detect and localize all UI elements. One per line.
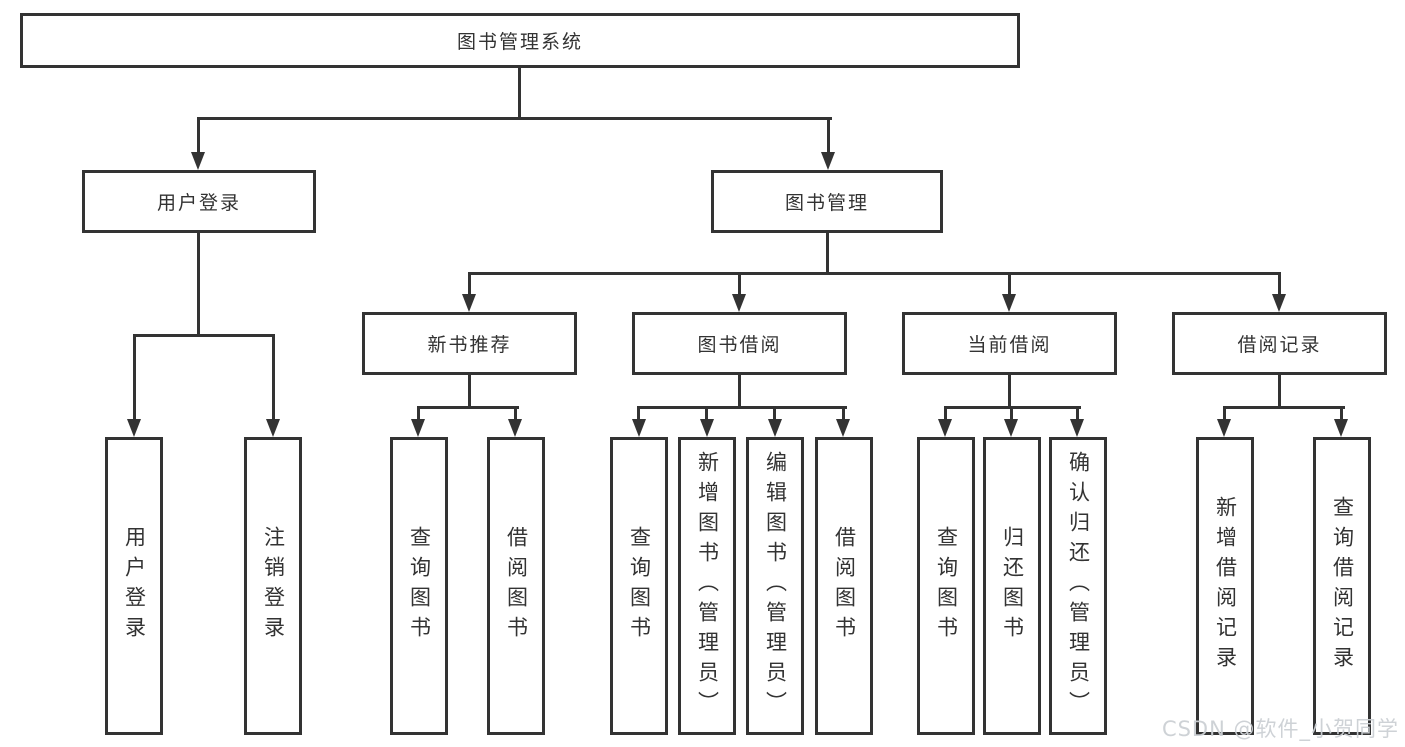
arrow-down-icon: [1070, 419, 1084, 437]
node-borrow-record-label: 借阅记录: [1237, 334, 1322, 356]
leaf-borrow-book-recommend: 借阅图书: [487, 437, 545, 735]
connector-vline: [842, 406, 845, 420]
arrow-down-icon: [1217, 419, 1231, 437]
leaf-borrow-book: 借阅图书: [815, 437, 873, 735]
node-current-borrow-label: 当前借阅: [967, 334, 1052, 356]
arrow-down-icon: [508, 419, 522, 437]
connector-vline: [272, 334, 275, 420]
node-borrow-record: 借阅记录: [1172, 312, 1387, 375]
node-root-label: 图书管理系统: [456, 31, 583, 53]
leaf-query-borrow-record: 查询借阅记录: [1313, 437, 1371, 735]
node-book-management-label: 图书管理: [784, 192, 869, 214]
node-book-borrow-label: 图书借阅: [697, 334, 782, 356]
connector-hline: [197, 117, 832, 120]
connector-vline: [1223, 406, 1226, 420]
connector-vline: [738, 375, 741, 409]
arrow-down-icon: [191, 152, 205, 170]
leaf-edit-book-admin: 编辑图书（管理员）: [746, 437, 804, 735]
leaf-return-book: 归还图书: [983, 437, 1041, 735]
leaf-query-book-current-label: 查询图书: [934, 526, 959, 646]
leaf-add-borrow-record: 新增借阅记录: [1196, 437, 1254, 735]
connector-vline: [944, 406, 947, 420]
node-book-borrow: 图书借阅: [632, 312, 847, 375]
connector-vline: [197, 233, 200, 337]
connector-vline: [133, 334, 136, 420]
csdn-watermark: CSDN @软件_小贺同学: [1161, 717, 1399, 741]
connector-hline: [468, 272, 1281, 275]
connector-hline: [637, 406, 847, 409]
leaf-logout: 注销登录: [244, 437, 302, 735]
connector-hline: [1223, 406, 1345, 409]
leaf-add-borrow-record-label: 新增借阅记录: [1213, 496, 1238, 676]
connector-vline: [417, 406, 420, 420]
connector-vline: [514, 406, 517, 420]
arrow-down-icon: [938, 419, 952, 437]
connector-vline: [1278, 375, 1281, 409]
leaf-confirm-return-admin-label: 确认归还（管理员）: [1066, 451, 1091, 721]
connector-vline: [1010, 406, 1013, 420]
leaf-add-book-admin: 新增图书（管理员）: [678, 437, 736, 735]
connector-vline: [773, 406, 776, 420]
connector-vline: [637, 406, 640, 420]
arrow-down-icon: [1272, 294, 1286, 312]
node-user-login: 用户登录: [82, 170, 316, 233]
connector-vline: [827, 117, 830, 154]
arrow-down-icon: [700, 419, 714, 437]
arrow-down-icon: [127, 419, 141, 437]
node-new-book-recommend-label: 新书推荐: [427, 334, 512, 356]
arrow-down-icon: [1334, 419, 1348, 437]
leaf-return-book-label: 归还图书: [1000, 526, 1025, 646]
arrow-down-icon: [411, 419, 425, 437]
connector-vline: [1076, 406, 1079, 420]
arrow-down-icon: [1002, 294, 1016, 312]
leaf-query-borrow-record-label: 查询借阅记录: [1330, 496, 1355, 676]
connector-vline: [1008, 375, 1011, 409]
connector-vline: [826, 233, 829, 275]
leaf-query-book-recommend: 查询图书: [390, 437, 448, 735]
arrow-down-icon: [836, 419, 850, 437]
node-current-borrow: 当前借阅: [902, 312, 1117, 375]
leaf-user-login-label: 用户登录: [122, 526, 147, 646]
arrow-down-icon: [632, 419, 646, 437]
connector-vline: [1340, 406, 1343, 420]
node-book-management: 图书管理: [711, 170, 943, 233]
connector-hline: [133, 334, 275, 337]
connector-hline: [417, 406, 519, 409]
connector-vline: [468, 272, 471, 296]
connector-vline: [1008, 272, 1011, 296]
leaf-confirm-return-admin: 确认归还（管理员）: [1049, 437, 1107, 735]
connector-vline: [1278, 272, 1281, 296]
connector-vline: [518, 68, 521, 120]
node-new-book-recommend: 新书推荐: [362, 312, 577, 375]
leaf-logout-label: 注销登录: [261, 526, 286, 646]
leaf-user-login: 用户登录: [105, 437, 163, 735]
leaf-borrow-book-recommend-label: 借阅图书: [504, 526, 529, 646]
leaf-edit-book-admin-label: 编辑图书（管理员）: [763, 451, 788, 721]
arrow-down-icon: [266, 419, 280, 437]
leaf-query-book-borrow: 查询图书: [610, 437, 668, 735]
leaf-query-book-current: 查询图书: [917, 437, 975, 735]
connector-vline: [197, 117, 200, 154]
node-root: 图书管理系统: [20, 13, 1020, 68]
arrow-down-icon: [821, 152, 835, 170]
leaf-add-book-admin-label: 新增图书（管理员）: [695, 451, 720, 721]
arrow-down-icon: [732, 294, 746, 312]
connector-vline: [738, 272, 741, 296]
arrow-down-icon: [1004, 419, 1018, 437]
arrow-down-icon: [462, 294, 476, 312]
node-user-login-label: 用户登录: [156, 192, 241, 214]
connector-vline: [705, 406, 708, 420]
leaf-borrow-book-label: 借阅图书: [832, 526, 857, 646]
leaf-query-book-recommend-label: 查询图书: [407, 526, 432, 646]
leaf-query-book-borrow-label: 查询图书: [627, 526, 652, 646]
arrow-down-icon: [768, 419, 782, 437]
connector-vline: [468, 375, 471, 409]
